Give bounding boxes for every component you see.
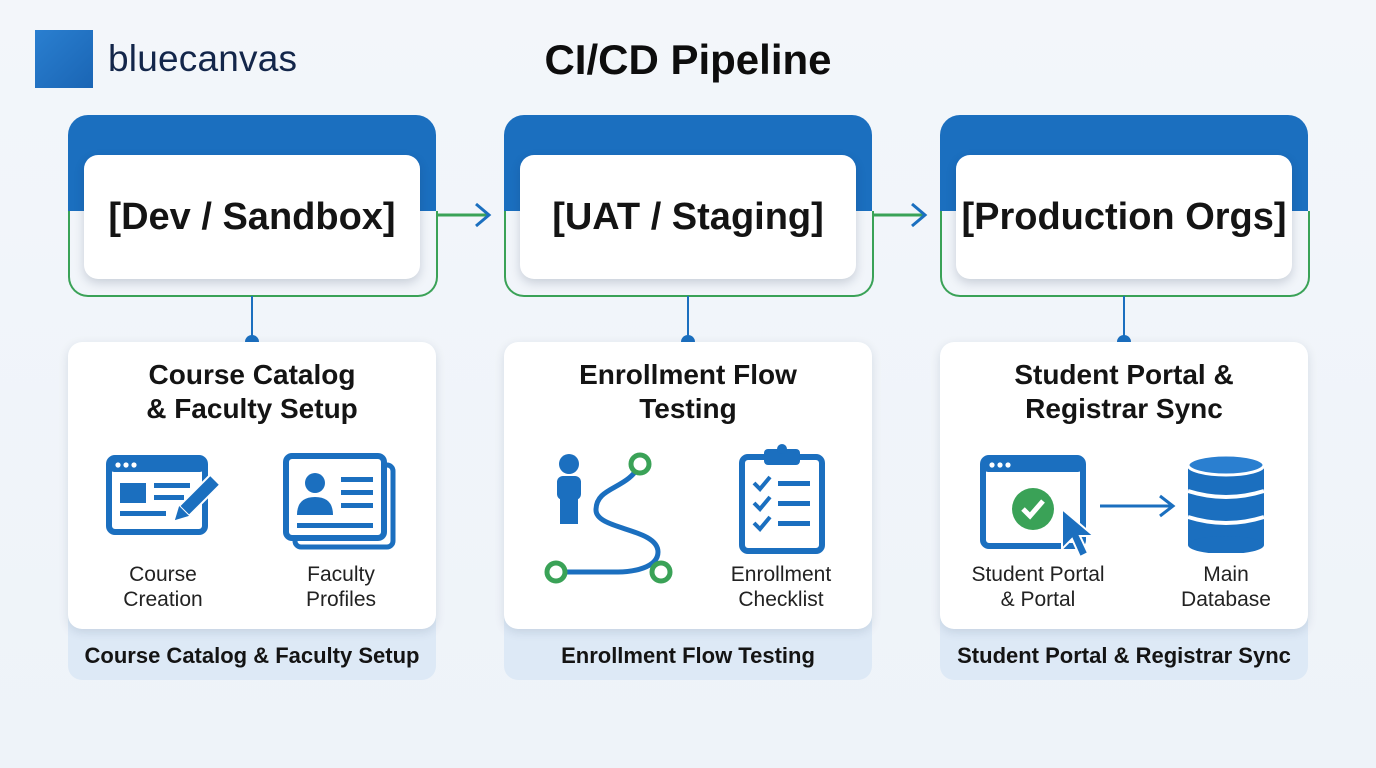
detail-footer: Student Portal & Registrar Sync <box>957 643 1291 668</box>
icon-label-line: Course <box>129 563 197 586</box>
stage-connector <box>251 296 253 341</box>
course-creation-icon <box>106 453 222 556</box>
icon-label-line: Faculty <box>307 563 375 586</box>
icon-label: Student Portal & Portal <box>953 562 1123 612</box>
detail-title: Course Catalog & Faculty Setup <box>68 358 436 426</box>
page-title: CI/CD Pipeline <box>544 36 832 83</box>
icon-label: Faculty Profiles <box>256 562 426 612</box>
stage-uat-staging: [UAT / Staging] Enrollment Flow Testing <box>504 115 874 685</box>
icon-label-line: Database <box>1181 588 1271 611</box>
icon-label-line: Profiles <box>305 588 377 611</box>
detail-title-line: Enrollment Flow <box>579 359 797 390</box>
stage-dev-sandbox: [Dev / Sandbox] Course Catalog & Faculty… <box>68 115 438 685</box>
portal-check-icon <box>980 455 1100 572</box>
icon-label-line: Checklist <box>738 588 824 611</box>
icon-label-line: Student Portal <box>971 563 1105 586</box>
stage-connector <box>687 296 689 341</box>
flow-arrow <box>874 200 934 235</box>
detail-title-line: Registrar Sync <box>1025 393 1223 424</box>
enrollment-path-icon <box>540 450 680 595</box>
detail-title-line: & Faculty Setup <box>146 393 358 424</box>
detail-title-line: Course Catalog <box>148 359 356 390</box>
sync-arrow-icon <box>1100 493 1180 524</box>
detail-title: Student Portal & Registrar Sync <box>940 358 1308 426</box>
detail-title-line: Student Portal & <box>1014 359 1234 390</box>
brand-name: bluecanvas <box>108 38 298 79</box>
detail-footer: Enrollment Flow Testing <box>561 643 815 668</box>
icon-label: Course Creation <box>78 562 248 612</box>
checklist-icon <box>734 443 830 560</box>
stage-bracket <box>68 211 438 297</box>
database-icon <box>1186 453 1266 558</box>
detail-footer: Course Catalog & Faculty Setup <box>84 643 420 668</box>
stage-card: [Production Orgs] <box>956 155 1292 279</box>
stage-label: [UAT / Staging] <box>552 195 824 238</box>
icon-label-line: Main <box>1203 563 1249 586</box>
stage-connector <box>1123 296 1125 341</box>
icon-label-line: Enrollment <box>730 563 832 586</box>
detail-title: Enrollment Flow Testing <box>504 358 872 426</box>
stage-card: [Dev / Sandbox] <box>84 155 420 279</box>
stage-bracket <box>940 211 1310 297</box>
stage-bracket <box>504 211 874 297</box>
brand-logo-icon <box>35 30 93 88</box>
faculty-profiles-icon <box>283 453 399 556</box>
icon-label-line: & Portal <box>1000 588 1076 611</box>
stage-label: [Production Orgs] <box>961 195 1287 238</box>
flow-arrow <box>438 200 498 235</box>
icon-label: Main Database <box>1141 562 1311 612</box>
stage-production-orgs: [Production Orgs] Student Portal & Regis… <box>940 115 1310 685</box>
icon-label: Enrollment Checklist <box>696 562 866 612</box>
icon-label-line: Creation <box>123 588 203 611</box>
stage-card: [UAT / Staging] <box>520 155 856 279</box>
stage-label: [Dev / Sandbox] <box>108 195 396 238</box>
detail-title-line: Testing <box>639 393 737 424</box>
